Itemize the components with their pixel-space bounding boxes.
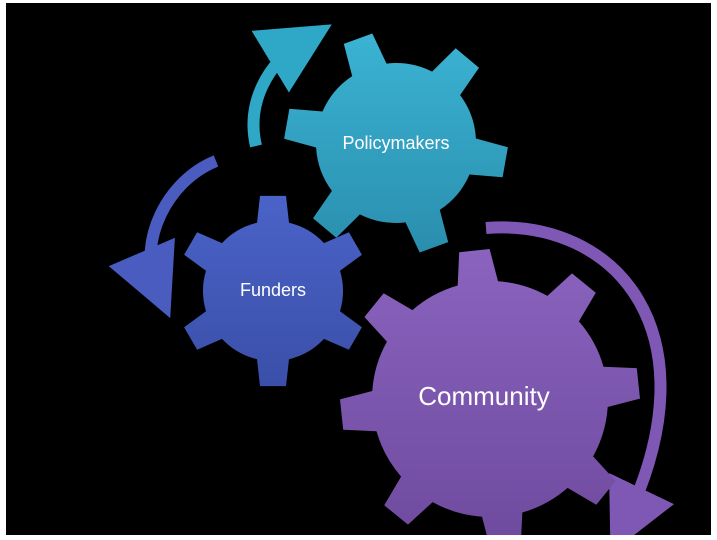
gear-label-community: Community <box>418 381 549 411</box>
arrow-funders <box>108 155 219 319</box>
arrow-community <box>485 221 675 535</box>
gear-policymakers <box>284 33 508 253</box>
gear-community <box>340 249 640 535</box>
gear-label-funders: Funders <box>240 280 306 300</box>
gear-funders <box>184 195 362 387</box>
arrow-policymakers <box>247 24 332 148</box>
gear-diagram: Policymakers Funders Community <box>108 24 675 535</box>
gear-label-policymakers: Policymakers <box>342 133 449 153</box>
slide-canvas: Policymakers Funders Community <box>6 3 711 535</box>
